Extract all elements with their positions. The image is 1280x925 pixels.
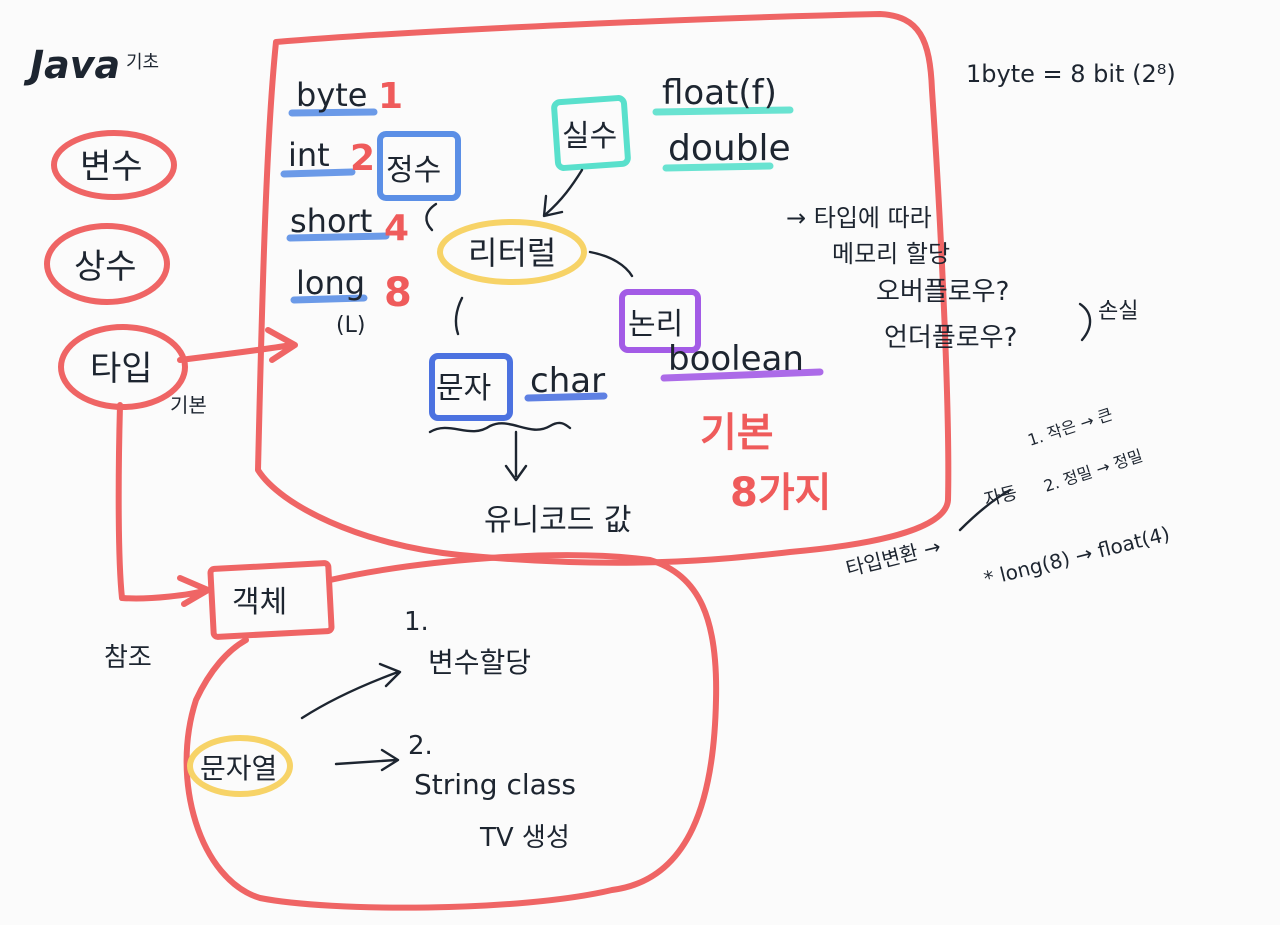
variable-allocation: 변수할당 (428, 646, 531, 679)
object-outline (183, 552, 720, 911)
byte-text: byte (296, 76, 367, 114)
primitive-8-line2: 8가지 (730, 470, 831, 516)
short-underline (286, 232, 390, 242)
long-size: 8 (384, 270, 412, 316)
short-size: 4 (384, 208, 409, 249)
string-literal: 문자열 (200, 752, 277, 785)
unicode-text: 유니코드 값 (484, 503, 632, 538)
int-text: int (288, 136, 330, 174)
logic-text: 논리 (628, 307, 683, 342)
overflow-note: 오버플로우? (876, 277, 1009, 307)
object-item-2-number: 2. (408, 731, 433, 761)
char-to-unicode-arrow (504, 430, 528, 482)
object-to-alloc-arrow (300, 662, 402, 720)
memory-note-2: 메모리 할당 (832, 240, 950, 268)
long-suffix: (L) (336, 313, 365, 338)
strlit-to-class-arrow (334, 748, 400, 772)
variable-oval (51, 130, 177, 200)
float-underline (652, 106, 794, 116)
java-title: Java (23, 43, 120, 87)
real-text: 실수 (562, 119, 617, 154)
tv-creation: TV 생성 (479, 823, 570, 853)
literal-to-logic-line (588, 250, 634, 278)
primitive-8-line1: 기본 (700, 410, 774, 456)
boolean-text: boolean (668, 339, 804, 379)
char-kr-box (429, 353, 513, 421)
variable-label: 변수 (80, 147, 143, 187)
auto-label: 자동 (982, 482, 1019, 510)
boolean-underline (660, 368, 824, 382)
double-text: double (668, 128, 791, 169)
long-float-note: * long(8) → float(4) (981, 521, 1172, 590)
char-kr-text: 문자 (436, 371, 491, 406)
real-box (551, 95, 631, 171)
conv-branch (958, 488, 1012, 532)
type-label: 타입 (90, 349, 153, 389)
short-text: short (290, 202, 372, 240)
rule-1: 1. 작은 → 큰 (1025, 405, 1115, 450)
byte-size: 1 (378, 76, 403, 117)
underflow-note: 언더플로우? (884, 323, 1017, 353)
byte-underline (288, 108, 378, 117)
char-wavy-underline (428, 421, 572, 434)
primitive-label: 기본 (170, 393, 207, 417)
double-underline (662, 162, 774, 172)
int-size: 2 (350, 138, 375, 179)
real-to-literal-arrow (542, 168, 584, 218)
constant-label: 상수 (74, 247, 137, 287)
object-item-1-number: 1. (404, 607, 429, 637)
long-text: long (296, 264, 365, 302)
integer-text: 정수 (386, 153, 441, 188)
int-underline (280, 168, 356, 178)
logic-box (619, 289, 701, 353)
object-label: 객체 (232, 585, 287, 620)
string-class: String class (414, 768, 576, 801)
strlit-oval (187, 735, 293, 797)
java-title-suffix: 기초 (126, 52, 159, 73)
memory-note-1: → 타입에 따라 (786, 204, 932, 232)
constant-oval (44, 223, 170, 305)
rule-2: 2. 정밀 → 정밀 (1041, 446, 1145, 496)
object-box (207, 560, 335, 640)
loss-bracket (1078, 302, 1092, 342)
literal-to-char-line (454, 296, 464, 336)
integer-box (377, 131, 461, 201)
literal-oval (437, 219, 587, 285)
type-to-object-arrow (115, 402, 211, 607)
literal-text: 리터럴 (468, 234, 556, 272)
byte-definition: 1byte = 8 bit (2⁸) (966, 60, 1176, 88)
type-oval (58, 324, 188, 410)
primitive-types-outline (255, 11, 952, 566)
loss-note: 손실 (1098, 299, 1138, 324)
float-text: float(f) (662, 73, 777, 113)
reference-label: 참조 (104, 643, 152, 673)
type-to-primitive-arrow (177, 327, 298, 363)
char-underline (524, 392, 608, 402)
long-underline (290, 294, 368, 304)
char-text: char (530, 361, 605, 401)
integer-to-literal-line (425, 202, 438, 232)
